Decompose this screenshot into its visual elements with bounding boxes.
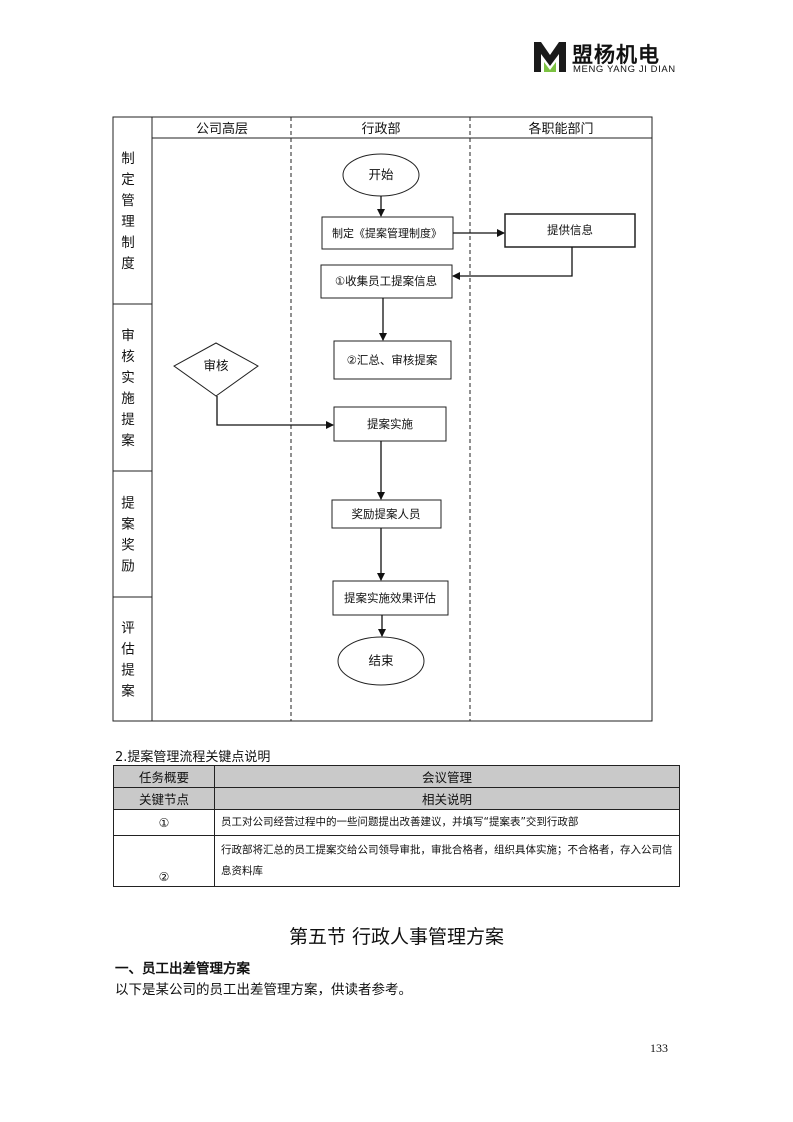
key-points-table: 任务概要 会议管理 关键节点 相关说明 ① 员工对公司经营过程中的一些问题提出改… — [113, 765, 680, 887]
review-label: 审核 — [203, 358, 229, 373]
phase-label: 评估提案 — [121, 621, 135, 700]
implement-box — [333, 406, 447, 442]
logo-mark-icon — [534, 42, 566, 72]
evaluate-box — [332, 580, 449, 616]
column-header-admin: 行政部 — [361, 122, 400, 137]
logo-english-name: MENG YANG JI DIAN — [573, 64, 676, 75]
arrow-review-to-implement — [216, 396, 334, 429]
collect-box — [320, 264, 453, 299]
end-label: 结束 — [368, 653, 394, 668]
reward-label: 奖励提案人员 — [352, 507, 421, 521]
arrow-info-to-collect — [452, 247, 573, 280]
node-cell: ② — [113, 835, 215, 887]
evaluate-label: 提案实施效果评估 — [344, 591, 436, 605]
col-node-header: 关键节点 — [113, 787, 215, 810]
phase-label: 提案奖励 — [121, 496, 135, 575]
desc-cell: 员工对公司经营过程中的一些问题提出改善建议，并填写“提案表”交到行政部 — [214, 809, 680, 836]
table-row: 任务概要 会议管理 — [113, 765, 680, 788]
draft-policy-box — [321, 216, 454, 250]
end-node — [337, 636, 425, 686]
desc-cell: 行政部将汇总的员工提案交给公司领导审批，审批合格者，组织具体实施；不合格者，存入… — [214, 835, 680, 887]
table-row: ② 行政部将汇总的员工提案交给公司领导审批，审批合格者，组织具体实施；不合格者，… — [113, 835, 680, 887]
collect-label: ①收集员工提案信息 — [335, 274, 437, 288]
phase-label: 审核实施提案 — [121, 328, 135, 449]
start-label: 开始 — [368, 167, 394, 182]
summary-label: ②汇总、审核提案 — [347, 353, 438, 367]
flowchart-frame — [112, 116, 653, 722]
review-decision — [173, 342, 259, 397]
company-logo: 盟杨机电 MENG YANG JI DIAN — [532, 38, 675, 78]
section-label: 2.提案管理流程关键点说明 — [115, 750, 271, 765]
provide-info-box — [504, 213, 636, 248]
subsection-title: 一、员工出差管理方案 — [115, 961, 250, 977]
phase-label: 制定管理制度 — [121, 151, 135, 272]
provide-info-label: 提供信息 — [547, 223, 593, 237]
section-title: 第五节 行政人事管理方案 — [288, 926, 505, 948]
page-number: 133 — [650, 1041, 668, 1055]
reward-box — [331, 499, 442, 529]
column-header-executives: 公司高层 — [196, 121, 248, 137]
intro-paragraph: 以下是某公司的员工出差管理方案，供读者参考。 — [115, 982, 412, 998]
summary-box — [333, 340, 452, 380]
logo-chinese-name: 盟杨机电 — [572, 43, 660, 67]
column-header-departments: 各职能部门 — [528, 121, 593, 137]
task-value-cell: 会议管理 — [214, 765, 680, 788]
table-row: 关键节点 相关说明 — [113, 787, 680, 810]
table-row: ① 员工对公司经营过程中的一些问题提出改善建议，并填写“提案表”交到行政部 — [113, 809, 680, 836]
task-label-cell: 任务概要 — [113, 765, 215, 788]
node-cell: ① — [113, 809, 215, 836]
implement-label: 提案实施 — [367, 417, 413, 431]
col-desc-header: 相关说明 — [214, 787, 680, 810]
draft-policy-label: 制定《提案管理制度》 — [332, 226, 442, 240]
